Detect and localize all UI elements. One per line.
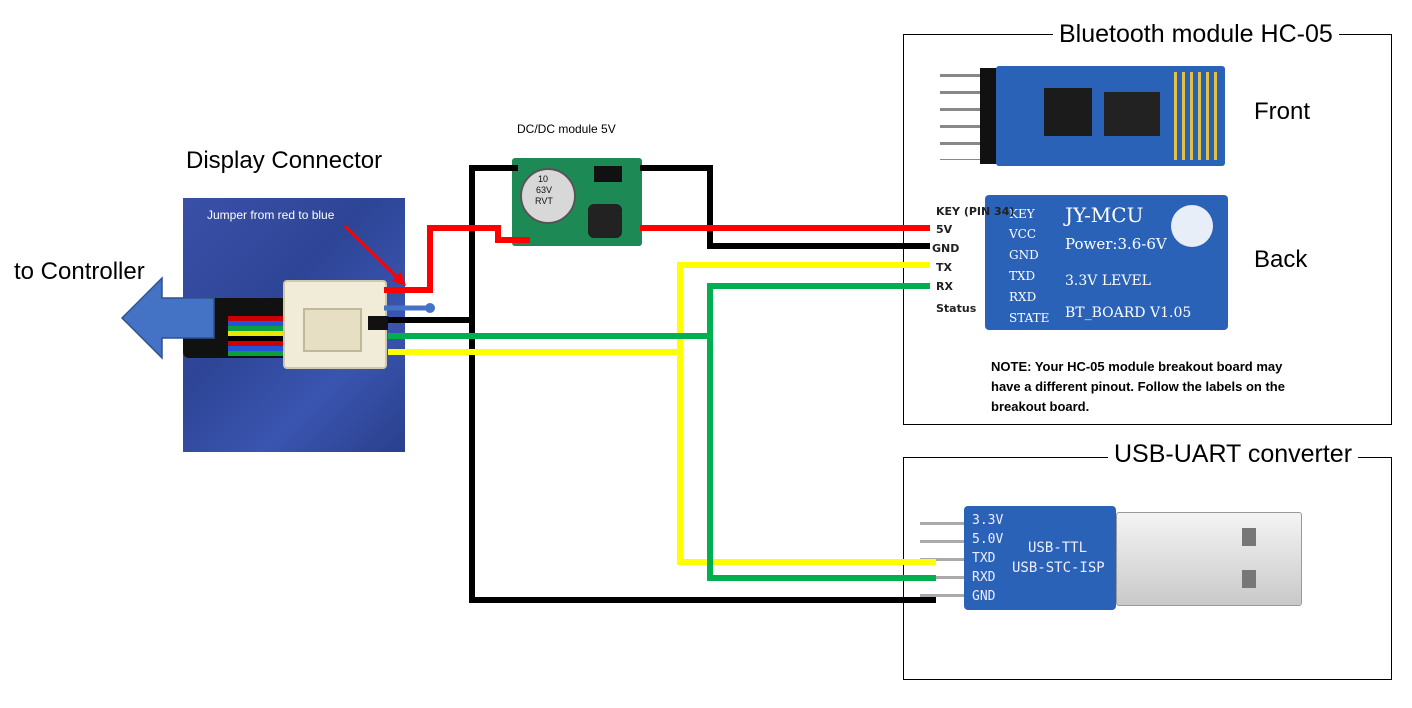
bt-back-text-4: BT_BOARD V1.05 [1065, 305, 1192, 321]
usb-uart-title: USB-UART converter [1108, 440, 1359, 468]
usb-board-text-1: USB-TTL [1028, 540, 1088, 556]
bt-pin-key: KEY (PIN 34) [936, 205, 1015, 218]
usb-plug [1116, 512, 1302, 606]
usb-pin-txd: TXD [972, 551, 996, 566]
bt-note-line-3: breakout board. [991, 399, 1090, 414]
dcdc-cap-text-1: 10 [538, 174, 549, 184]
bt-pin-tx: TX [936, 261, 952, 274]
dcdc-inductor [588, 204, 622, 238]
dcdc-chip [594, 166, 622, 182]
usb-plug-hole-2 [1242, 570, 1256, 588]
bt-back-text-3: 3.3V LEVEL [1065, 273, 1151, 289]
bt-board-pin-txd: TXD [1009, 269, 1036, 283]
usb-pin-3v3: 3.3V [972, 513, 1004, 528]
usb-uart-photo: 3.3V 5.0V TXD RXD GND USB-TTL USB-STC-IS… [920, 500, 1302, 615]
bt-front-chip-1 [1044, 88, 1092, 136]
dcdc-capacitor [520, 168, 576, 224]
usb-pcb [964, 506, 1116, 610]
bt-front-antenna [1174, 72, 1220, 160]
bt-board-pin-vcc: VCC [1009, 227, 1037, 241]
to-controller-label: to Controller [14, 258, 145, 285]
to-controller-arrow [120, 276, 215, 360]
bt-pin-rx: RX [936, 280, 953, 293]
jumper-label: Jumper from red to blue [207, 208, 335, 222]
bt-note-line-2: have a different pinout. Follow the labe… [991, 379, 1285, 394]
bt-board-pin-gnd: GND [1009, 248, 1039, 262]
dcdc-cap-text-2: 63V [536, 185, 553, 195]
usb-pin-5v0: 5.0V [972, 532, 1004, 547]
display-connector-title: Display Connector [186, 147, 383, 174]
bt-back-photo: JY-MCU Power:3.6-6V 3.3V LEVEL BT_BOARD … [985, 195, 1228, 330]
connector-tab [368, 316, 388, 330]
dcdc-module-photo: 10 63V RVT [506, 152, 648, 252]
bt-board-pin-rxd: RXD [1009, 290, 1037, 304]
bt-back-text-1: JY-MCU [1065, 203, 1144, 227]
usb-plug-hole-1 [1242, 528, 1256, 546]
dcdc-cap-text-3: RVT [535, 196, 553, 206]
bt-board-pin-state: STATE [1009, 311, 1050, 325]
bt-back-logo [1171, 205, 1213, 247]
usb-pin-rxd: RXD [972, 570, 996, 585]
bt-back-label: Back [1254, 246, 1308, 273]
usb-board-text-2: USB-STC-ISP [1012, 560, 1105, 576]
connector-latch [303, 308, 362, 352]
bt-back-text-2: Power:3.6-6V [1065, 235, 1167, 253]
bt-board-pin-key: KEY [1009, 207, 1035, 221]
bt-front-photo [940, 66, 1225, 166]
bt-pin-status: Status [936, 302, 977, 315]
bt-front-header [980, 68, 998, 164]
usb-pin-gnd: GND [972, 589, 996, 604]
usb-pins [920, 522, 966, 608]
dcdc-title: DC/DC module 5V [517, 122, 616, 136]
bt-pin-5v: 5V [936, 223, 953, 236]
bt-note-line-1: NOTE: Your HC-05 module breakout board m… [991, 359, 1283, 374]
bluetooth-title: Bluetooth module HC-05 [1053, 20, 1339, 48]
bt-front-label: Front [1254, 98, 1311, 125]
bt-front-chip-2 [1104, 92, 1160, 136]
bt-pin-gnd: GND [932, 242, 960, 255]
